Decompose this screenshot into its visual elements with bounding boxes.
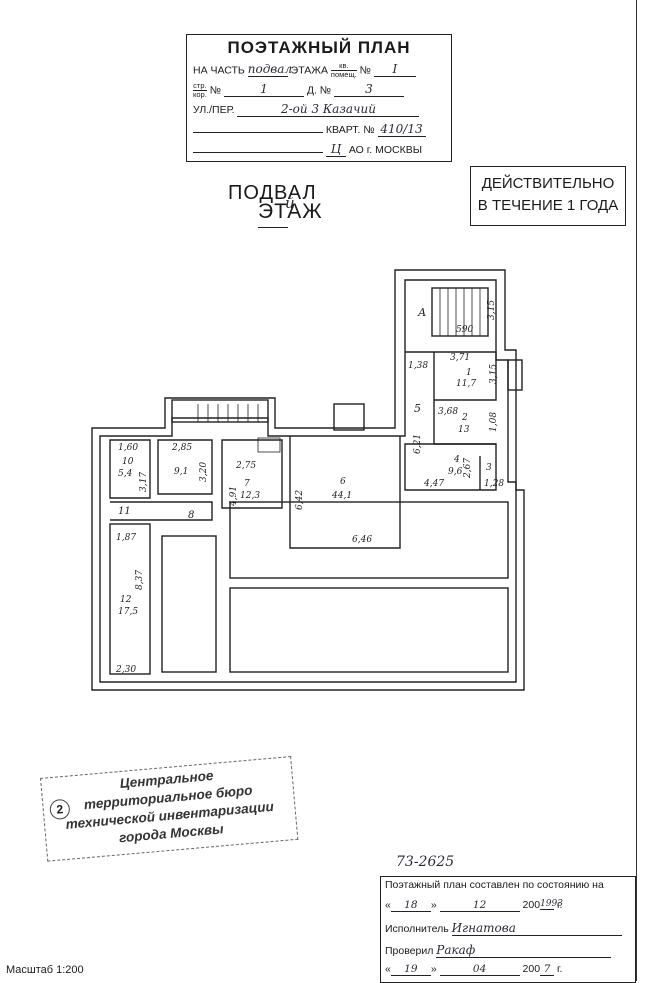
plan-label-r10_area: 5,4: [118, 469, 133, 479]
cell-left: [161, 535, 217, 673]
label-room-a: А: [417, 306, 426, 319]
plan-label-r6_no: 6: [340, 477, 346, 487]
title-row-block: КВАРТ. № 410/13: [193, 122, 426, 137]
registration-code: 73-2625: [396, 854, 455, 870]
plan-label-r9_area: 9,1: [174, 467, 188, 477]
floor-value: подвал: [247, 62, 293, 78]
room-10-walls: [109, 439, 151, 499]
stair-room-7: [257, 437, 281, 453]
plan-title: ПОЭТАЖНЫЙ ПЛАН: [227, 38, 411, 57]
plan-label-r4_area: 9,6: [448, 467, 463, 477]
plan-label-r2_no: 2: [461, 413, 468, 423]
plan-label-d_160: 1,60: [118, 443, 138, 453]
building-value: 1: [223, 82, 304, 98]
plan-label-r10_no: 10: [122, 457, 134, 467]
plan-label-d_187: 1,87: [116, 533, 136, 543]
plan-label-d_590: 590: [456, 325, 473, 335]
validity-box: ДЕЙСТВИТЕЛЬНО В ТЕЧЕНИЕ 1 ГОДА: [470, 166, 626, 226]
floor-label: ПОДВАЛ: [228, 182, 317, 204]
plan-label-r4_no: 4: [453, 455, 460, 465]
room-7-walls: [221, 439, 283, 509]
corridor-8-11-walls: [110, 501, 213, 521]
plan-label-r8: 8: [188, 510, 194, 521]
plan-outer-wall: [91, 269, 525, 691]
title-row-building: стр.кор. № 1 Д. № 3: [193, 82, 404, 99]
plan-label-d_621: 6,21: [413, 434, 423, 454]
floor-suffix: й: [285, 194, 295, 212]
plan-label-d_275: 2,75: [235, 461, 256, 471]
plan-label-r12_area: 17,5: [118, 607, 138, 617]
title-block: ПОЭТАЖНЫЙ ПЛАН НА ЧАСТЬ подвал ЭТАЖА кв.…: [186, 34, 452, 162]
house-value: 3: [333, 82, 404, 98]
form-date-row: «18» 12 2001993 г.: [385, 899, 563, 912]
plan-label-d_315a: 3,15: [487, 300, 497, 320]
plan-label-d_368: 3,68: [438, 407, 458, 417]
plan-label-d_267: 2,67: [463, 458, 473, 479]
stair-treads-top-left: [197, 404, 259, 422]
form-checker-row: Проверил Ракаф: [385, 943, 612, 958]
stair-top-right: [431, 287, 489, 337]
cell-bottom: [229, 587, 509, 673]
plan-label-r7_no: 7: [244, 479, 250, 489]
plan-label-r12_no: 12: [120, 595, 132, 605]
room-9-walls: [157, 439, 213, 495]
plan-inner-wall: [99, 279, 517, 683]
right-bump: [507, 359, 523, 391]
floor-word: ЭТАЖ: [258, 200, 323, 223]
room-no-value: I: [373, 62, 416, 78]
plan-label-d_317: 3,17: [139, 472, 149, 492]
stair-treads-top-right: [439, 288, 481, 336]
plan-label-r6_area: 44,1: [331, 491, 352, 501]
plan-status-form: Поэтажный план составлен по состоянию на…: [380, 876, 636, 983]
plan-label-d_491: 4,91: [229, 486, 239, 507]
scale-label: Масштаб 1:200: [6, 964, 84, 976]
form-executor-row: Исполнитель Игнатова: [385, 921, 622, 936]
room-6-walls: [289, 436, 401, 549]
plan-label-d_837: 8,37: [135, 570, 145, 590]
plan-label-d_108: 1,08: [489, 412, 499, 432]
room-4-3-walls: [404, 443, 497, 491]
plan-label-d_371: 3,71: [450, 353, 470, 363]
title-row-street: УЛ./ПЕР. 2-ой 3 Казачий: [193, 102, 420, 117]
plan-label-d_320: 3,20: [199, 462, 209, 482]
room-1-walls: [405, 351, 497, 401]
plan-label-r5: 5: [414, 402, 421, 415]
plan-label-d_646: 6,46: [352, 535, 372, 545]
plan-label-r3_no: 3: [486, 463, 492, 473]
plan-label-r11: 11: [118, 506, 131, 517]
page-edge-line: [636, 0, 637, 981]
plan-label-d_128: 1,28: [484, 479, 504, 489]
plan-label-d_230: 2,30: [115, 665, 136, 675]
plan-label-d_642: 6,42: [295, 490, 305, 510]
form-header: Поэтажный план составлен по состоянию на: [385, 879, 604, 891]
top-bump: [333, 403, 365, 431]
title-row-district: Ц АО г. МОСКВЫ: [193, 142, 422, 157]
plan-label-d_315b: 3,15: [489, 364, 499, 384]
plan-label-r7_area: 12,3: [240, 491, 260, 501]
plan-label-r2_area: 13: [458, 425, 470, 435]
cell-mid: [229, 501, 509, 579]
district-value: Ц: [325, 142, 346, 157]
room-12-walls: [109, 523, 151, 675]
plan-label-r1_area: 11,7: [456, 379, 476, 389]
plan-label-d_447: 4,47: [423, 479, 444, 489]
block-value: 410/13: [377, 122, 426, 137]
plan-label-r1_no: 1: [466, 368, 472, 378]
stair-top-left: [171, 399, 269, 423]
plan-label-d_138: 1,38: [408, 361, 428, 371]
street-value: 2-ой 3 Казачий: [237, 102, 420, 117]
plan-label-d_285: 2,85: [171, 443, 192, 453]
floor-underline: [258, 227, 288, 228]
title-row-floor: НА ЧАСТЬ подвал ЭТАЖА кв.помещ. № I: [193, 62, 416, 79]
